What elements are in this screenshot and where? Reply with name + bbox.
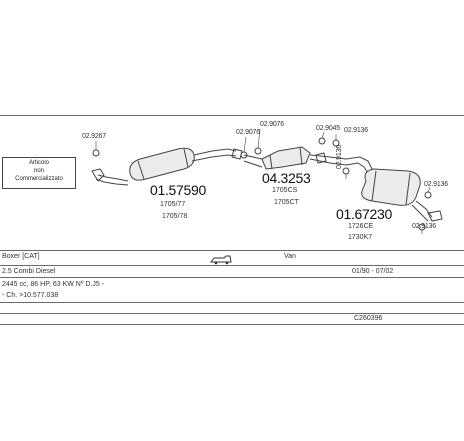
- part-label-02-9267: 02.9267: [82, 133, 106, 140]
- part-code-1705-77: 1705/77: [160, 201, 186, 208]
- divider-3: [0, 277, 464, 278]
- note-line-1: Articolo: [28, 160, 49, 166]
- part-number-04-3253: 04.3253: [262, 170, 311, 186]
- note-line-3: Commercializzato: [15, 176, 63, 182]
- leader-2: [243, 136, 247, 153]
- hanger-2: [254, 147, 262, 155]
- top-rule: [0, 115, 464, 116]
- body-type-icon: [210, 252, 232, 265]
- front-pipe-lower: [95, 178, 129, 186]
- flange-middle: [231, 148, 243, 160]
- note-line-2: non: [33, 168, 44, 174]
- part-label-02-9076-a: 02.9076: [236, 129, 260, 136]
- chassis-range: - Ch. >10.577.038: [2, 292, 59, 299]
- engine: 2.5 Combi Diesel: [2, 268, 56, 275]
- rear-silencer: [361, 168, 421, 206]
- model-name: Boxer [CAT]: [2, 253, 40, 260]
- catalytic-converter: [261, 146, 311, 170]
- part-number-01-57590: 01.57590: [150, 182, 206, 198]
- engine-spec: 2445 cc, 86 HP, 63 KW Nº D.J5 -: [2, 281, 105, 288]
- part-code-1705-78: 1705/78: [162, 213, 188, 220]
- front-silencer-outlet: [193, 148, 237, 156]
- tail-tip: [427, 210, 443, 222]
- part-code-1726ce: 1726CE: [348, 223, 374, 230]
- hanger-1: [92, 149, 100, 157]
- body-type: Van: [284, 253, 296, 260]
- tail-pipe: [415, 200, 433, 218]
- part-number-01-67230: 01.67230: [336, 206, 392, 222]
- exhaust-drawing: [91, 128, 443, 234]
- not-available-note: Articolo non Commercializzato: [2, 157, 76, 189]
- leader-7: [427, 186, 431, 193]
- exhaust-diagram: Articolo non Commercializzato 02.9267 01…: [0, 115, 464, 250]
- catalog-code: C260396: [354, 315, 383, 322]
- part-label-02-9045: 02.9045: [316, 125, 340, 132]
- divider-1: [0, 250, 464, 251]
- part-label-02-9136-a: 02.9136: [344, 127, 368, 134]
- hanger-3: [318, 137, 326, 145]
- front-flange: [91, 168, 105, 182]
- hanger-5: [342, 167, 350, 175]
- divider-5: [0, 313, 464, 314]
- part-code-1705cs: 1705CS: [272, 187, 298, 194]
- part-label-02-9136-b: 02.9136: [336, 145, 343, 169]
- date-range: 01/90 - 07/02: [352, 268, 394, 275]
- part-code-1730k7: 1730K7: [348, 234, 373, 241]
- hanger-6: [424, 191, 432, 199]
- bottom-rule: [0, 324, 464, 325]
- part-label-02-9076-b: 02.9076: [260, 121, 284, 128]
- leader-4: [321, 131, 325, 139]
- part-code-1705ct: 1705CT: [274, 199, 299, 206]
- van-icon: [210, 255, 232, 265]
- divider-2: [0, 265, 464, 266]
- part-label-02-9136-c: 02.9136: [424, 181, 448, 188]
- leader-3: [257, 128, 261, 149]
- front-pipe: [97, 174, 129, 182]
- divider-4: [0, 302, 464, 303]
- part-label-02-9136-d: 02.9136: [412, 223, 436, 230]
